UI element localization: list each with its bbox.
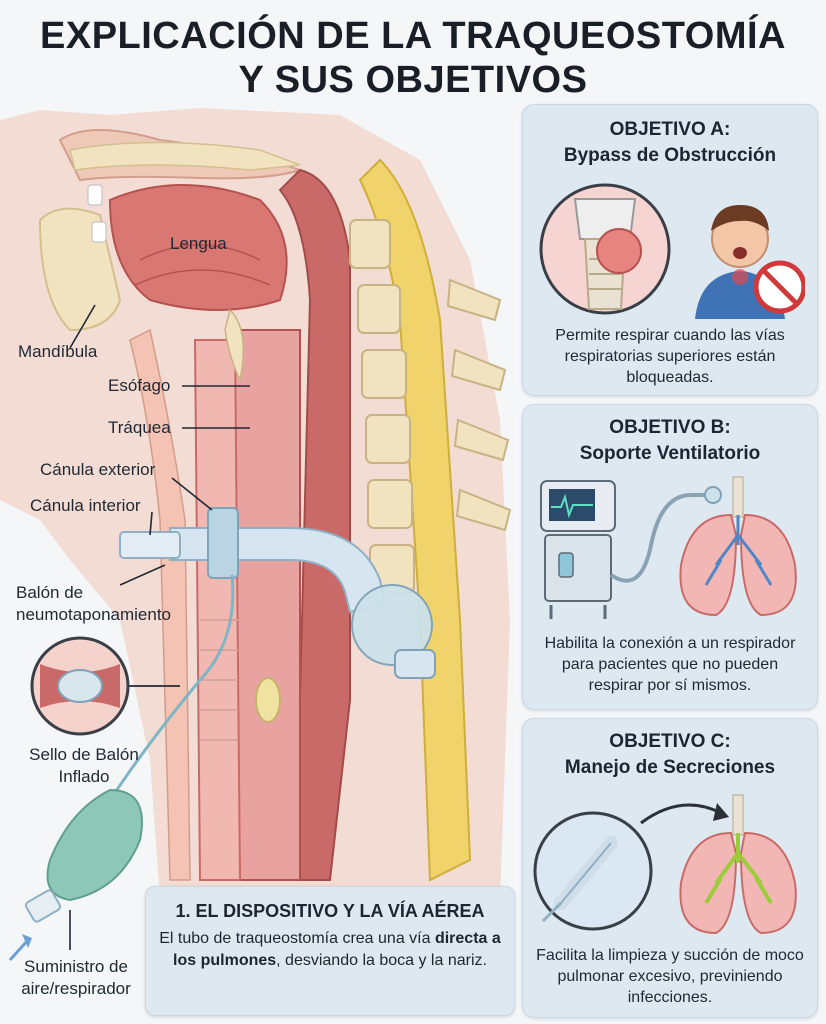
objective-b-heading-1: OBJETIVO B: — [609, 417, 731, 438]
objective-a-illustration — [539, 183, 805, 319]
objective-a-text: Permite respirar cuando las vías respira… — [555, 327, 785, 386]
anatomy-illustration — [0, 100, 520, 1024]
title-line-1: EXPLICACIÓN DE LA TRAQUEOSTOMÍA — [40, 15, 786, 57]
label-canula-interior: Cánula interior — [30, 496, 141, 515]
label-canula-exterior: Cánula exterior — [40, 460, 156, 479]
objective-a-heading-2: Bypass de Obstrucción — [563, 145, 777, 166]
lungs-icon — [679, 794, 797, 935]
device-airway-box: 1. EL DISPOSITIVO Y LA VÍA AÉREA El tubo… — [145, 886, 515, 1016]
objective-c-heading-1: OBJETIVO C: — [609, 731, 731, 752]
label-sello-balon: Sello de Balón Inflado — [29, 745, 139, 786]
no-entry-icon — [753, 260, 805, 314]
objective-a-card: OBJETIVO A: Bypass de Obstrucción Permit… — [522, 104, 818, 396]
arrow-icon — [640, 803, 729, 825]
label-mandibula: Mandíbula — [18, 342, 98, 361]
throat-obstruction-icon — [539, 183, 671, 315]
lungs-icon — [679, 476, 797, 617]
objective-b-heading-2: Soporte Ventilatorio — [579, 443, 761, 464]
objective-c-text: Facilita la limpieza y succión de moco p… — [536, 947, 804, 1006]
label-suministro: Suministro de aire/respirador — [21, 957, 131, 998]
label-balon: Balón de neumotaponamiento — [16, 583, 172, 624]
suction-catheter-icon — [533, 811, 653, 931]
device-heading: 1. EL DISPOSITIVO Y LA VÍA AÉREA — [175, 901, 485, 921]
objective-c-card: OBJETIVO C: Manejo de Secreciones Facili… — [522, 718, 818, 1018]
device-text: El tubo de traqueostomía crea una vía di… — [159, 930, 501, 969]
label-esofago: Esófago — [108, 376, 171, 395]
objective-b-text: Habilita la conexión a un respirador par… — [544, 635, 796, 694]
page-title: EXPLICACIÓN DE LA TRAQUEOSTOMÍA Y SUS OB… — [0, 14, 826, 102]
objective-b-illustration — [540, 476, 797, 619]
title-line-2: Y SUS OBJETIVOS — [238, 59, 588, 101]
ventilator-icon — [540, 480, 616, 619]
objective-a-heading-1: OBJETIVO A: — [609, 119, 731, 140]
objective-b-card: OBJETIVO B: Soporte Ventilatorio Habilit… — [522, 404, 818, 710]
label-lengua: Lengua — [170, 234, 227, 253]
objective-c-heading-2: Manejo de Secreciones — [564, 757, 776, 778]
objective-c-illustration — [533, 794, 797, 935]
label-traquea: Tráquea — [108, 418, 171, 437]
